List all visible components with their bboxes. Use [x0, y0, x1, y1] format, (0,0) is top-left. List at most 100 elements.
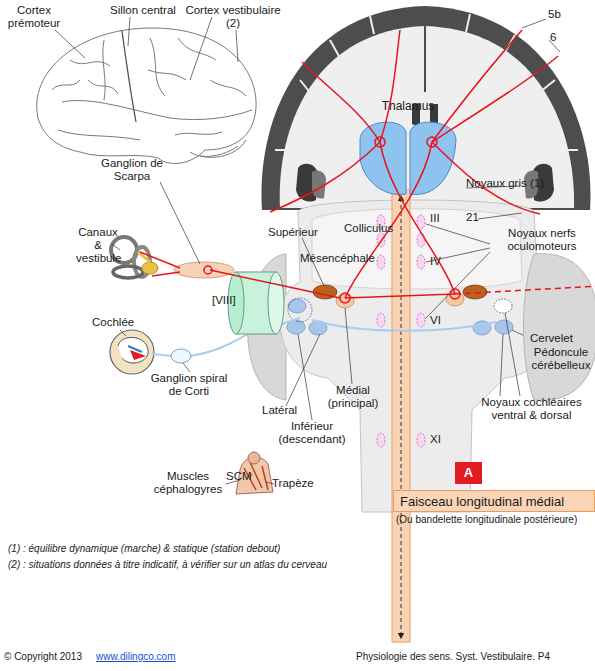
- cranial-nerve-nuclei: [377, 313, 385, 327]
- cranial-nerve-nuclei: [417, 255, 425, 269]
- brain-lateral-view: [190, 140, 246, 157]
- part-label: Canaux & vestibule: [76, 226, 120, 266]
- leader-line: [112, 244, 120, 250]
- page-footer: Physiologie des sens. Syst. Vestibulaire…: [356, 651, 550, 663]
- brain-lateral-view: [37, 28, 256, 164]
- vestibular-pathway: [380, 30, 400, 142]
- vestibular-nuclei: [336, 294, 354, 308]
- brain-lateral-view: [175, 132, 222, 135]
- brain-coronal-section: [280, 26, 574, 208]
- spiral-ganglion: [171, 349, 191, 363]
- cranial-nerve-nuclei: [417, 433, 425, 447]
- brain-lateral-view: [200, 146, 238, 156]
- part-label: Colliculus: [344, 222, 393, 235]
- nerve-number: [VIII]: [212, 294, 236, 307]
- scarpa-ganglion: [174, 262, 234, 278]
- leader-line: [298, 334, 312, 420]
- leader-line: [55, 17, 560, 484]
- tract-band: Faisceau longitudinal médial(Ou bandelet…: [393, 490, 595, 512]
- part-label: Mésencéphale: [300, 252, 375, 265]
- relay-circle: [204, 266, 212, 274]
- brain-lateral-view: [37, 28, 256, 164]
- brain-coronal-section: [424, 8, 426, 92]
- brain-lateral-view: [150, 38, 165, 96]
- leader-line: [426, 252, 490, 318]
- part-label: Cochlée: [92, 316, 134, 329]
- thalamus-shape: Thalamus: [352, 96, 464, 196]
- brain-lateral-view: [52, 80, 80, 90]
- footnote: (1) : équilibre dynamique (marche) & sta…: [8, 543, 280, 555]
- brain-coronal-section: [330, 40, 340, 58]
- nucleus-label: Inférieur (descendant): [276, 420, 348, 446]
- brain-coronal-section: [540, 80, 555, 92]
- relay-circle: [375, 137, 385, 147]
- vestibular-pathway: [140, 30, 595, 298]
- vestibular-nuclei: [463, 285, 487, 299]
- vestibular-pathway: [432, 56, 558, 142]
- node-title: Faisceau longitudinal médial: [400, 491, 595, 512]
- brain-lateral-view: [178, 38, 216, 60]
- part-label: Cortex vestibulaire (2): [180, 4, 286, 30]
- leader-line: [160, 182, 200, 264]
- vestibular-pathway: [152, 272, 180, 276]
- auditory-pathway: [152, 354, 172, 356]
- medial-longitudinal-fasciculus: [392, 190, 410, 642]
- leader-line: [120, 330, 126, 336]
- nerve-number: IV: [430, 255, 441, 268]
- node-title: Cervelet: [530, 332, 594, 345]
- vestibular-pathway: [270, 142, 380, 212]
- part-label: Sillon central: [110, 4, 176, 17]
- vestibular-pathway: [140, 252, 180, 268]
- vestibular-nuclei: [494, 299, 512, 313]
- cochlea: [110, 330, 154, 374]
- brain-lateral-view: [88, 80, 118, 94]
- spiral-ganglion: [171, 349, 191, 363]
- scarpa-ganglion: [174, 262, 234, 278]
- vestibular-nuclei: [495, 320, 513, 334]
- cochlea: [130, 350, 146, 360]
- brain-coronal-section: [466, 14, 470, 32]
- leader-line: [286, 334, 320, 406]
- cochlea: [128, 346, 142, 352]
- part-label: Ganglion de Scarpa: [96, 157, 168, 183]
- part-label: Noyaux cochléaires ventral & dorsal: [468, 396, 595, 422]
- vestibular-pathway: [302, 62, 380, 142]
- area-number: 21: [466, 211, 479, 224]
- nucleus-label: Latéral: [262, 404, 297, 417]
- relay-circle: [427, 137, 437, 147]
- leader-line: [426, 224, 490, 244]
- cranial-nerve-nuclei: [417, 233, 425, 247]
- brain-coronal-section: [261, 6, 590, 210]
- relay-circle: [204, 137, 460, 303]
- part-label: Noyaux nerfs oculomoteurs: [490, 227, 594, 253]
- nerve-number: III: [430, 212, 440, 225]
- vestibular-pathway: [455, 286, 595, 294]
- node-title: Thalamus: [352, 100, 464, 114]
- brain-coronal-section: [370, 16, 374, 34]
- brain-lateral-view: [148, 70, 186, 80]
- vestibular-pathway: [345, 142, 432, 298]
- brain-lateral-view: [58, 130, 140, 140]
- cochlea: [118, 337, 148, 363]
- area-number: 5b: [548, 8, 561, 21]
- inner-ear: [113, 266, 143, 278]
- vestibular-pathway: [432, 30, 522, 142]
- leader-line: [522, 19, 546, 28]
- brainstem: [312, 209, 522, 289]
- muscle-label: SCM: [226, 470, 252, 483]
- nucleus-label: Médial (principal): [322, 384, 384, 410]
- copyright: © Copyright 2013: [4, 651, 82, 663]
- footnote: (2) : situations données à titre indicat…: [8, 559, 327, 571]
- node-title: A: [455, 462, 482, 484]
- medial-longitudinal-fasciculus: [392, 190, 410, 642]
- inner-ear: [142, 262, 158, 274]
- cerebellum-shape: Cervelet: [520, 252, 595, 402]
- auditory-pathway: [312, 320, 496, 331]
- brain-lateral-view: [210, 80, 246, 96]
- vestibulocochlear-nerve: [268, 272, 284, 334]
